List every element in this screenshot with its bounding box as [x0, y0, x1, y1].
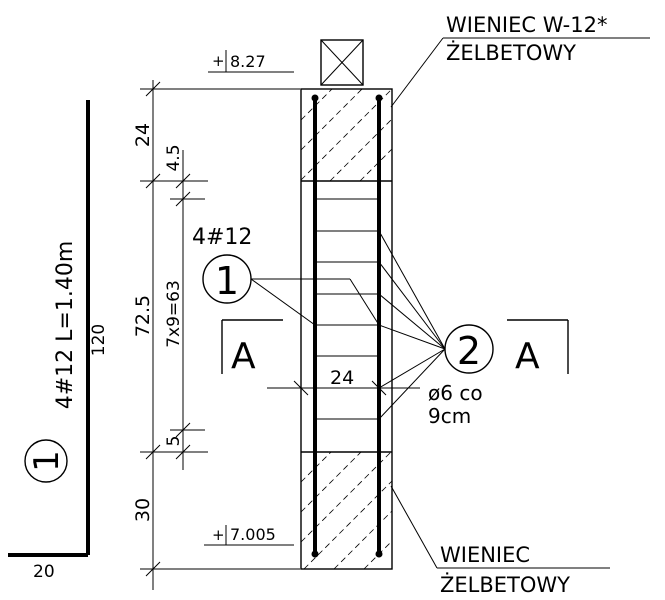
bottom-elevation-sign: +	[212, 526, 225, 544]
bar-length: 120	[89, 324, 109, 356]
bar-hook-length: 20	[33, 562, 55, 582]
width-dimension: 24	[267, 367, 420, 396]
bottom-rim-label-line1: WIENIEC	[440, 543, 530, 567]
stirrup-number: 2	[457, 329, 481, 373]
section-mark-left: A	[221, 319, 283, 377]
top-rim-label-line1: WIENIEC W-12*	[446, 13, 607, 37]
section-right-letter: A	[515, 336, 540, 377]
bar-schedule-number: 1	[27, 450, 67, 472]
inner-dimension-chain: 4.5 7x9=63 5	[164, 144, 205, 470]
column-symbol-icon	[320, 39, 364, 86]
section-left-letter: A	[231, 336, 256, 377]
outer-dimension-chain: 24 72.5 30	[132, 80, 300, 590]
bar1-number: 1	[215, 259, 239, 303]
inner-dim-middle: 7x9=63	[164, 280, 184, 348]
section-mark-right: A	[507, 319, 569, 377]
top-elevation-value: 8.27	[230, 52, 266, 71]
bar-schedule: 4#12 L=1.40m 120 20 1	[8, 100, 109, 582]
bar-schedule-text: 4#12 L=1.40m	[53, 241, 78, 410]
width-dim-value: 24	[330, 367, 354, 389]
top-elevation-sign: +	[212, 52, 225, 70]
stirrup-marker-icon: 2	[444, 324, 494, 374]
top-rim-label-line2: ŻELBETOWY	[446, 40, 576, 65]
stirrup-spec-line1: ø6 co	[428, 381, 483, 405]
bar-schedule-marker-icon: 1	[24, 439, 68, 483]
bottom-elevation-mark: + 7.005	[204, 525, 294, 546]
outer-dim-middle: 72.5	[132, 295, 154, 337]
bottom-elevation-value: 7.005	[230, 525, 276, 544]
outer-dim-bottom: 30	[132, 498, 154, 522]
stirrup-leaders	[378, 230, 446, 420]
inner-dim-top: 4.5	[164, 144, 184, 171]
bar-callout: 4#12	[192, 225, 252, 250]
stirrup-spec-line2: 9cm	[428, 404, 471, 428]
top-elevation-mark: + 8.27	[208, 50, 294, 73]
bar1-marker-icon: 1	[202, 254, 252, 304]
inner-dim-bottom: 5	[164, 436, 184, 447]
bottom-rim-label-line2: ŻELBETOWY	[440, 572, 570, 597]
outer-dim-top: 24	[132, 123, 154, 147]
top-rim-leader	[390, 37, 444, 108]
bottom-rim-leader	[390, 485, 438, 569]
main-bars	[311, 94, 383, 558]
